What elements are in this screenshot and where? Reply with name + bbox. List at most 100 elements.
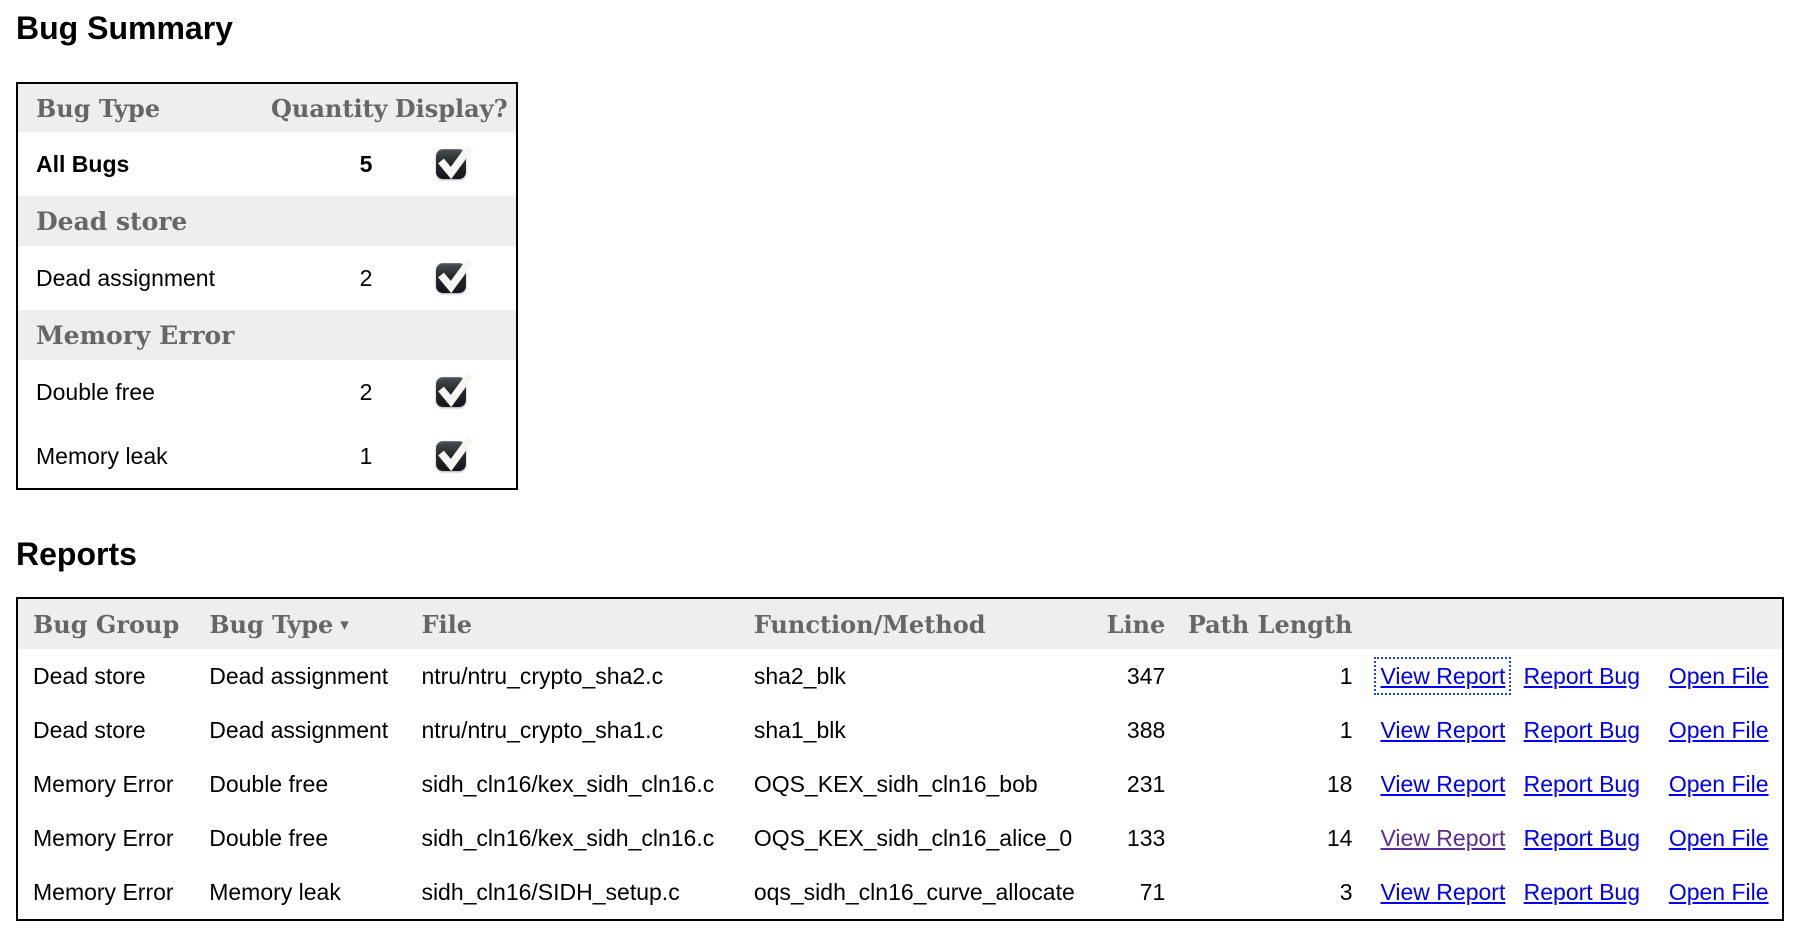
bug-type-cell: Double free: [209, 770, 329, 797]
file-cell: sidh_cln16/kex_sidh_cln16.c: [421, 770, 715, 797]
view-report-link[interactable]: View Report: [1380, 878, 1506, 905]
open-file-link[interactable]: Open File: [1668, 770, 1769, 797]
report-bug-link-cell: Report Bug: [1513, 703, 1656, 757]
report-bug-link[interactable]: Report Bug: [1523, 824, 1641, 851]
file-cell: sidh_cln16/SIDH_setup.c: [421, 878, 680, 905]
summary-header-quantity: Quantity: [270, 83, 388, 132]
reports-header-file[interactable]: File: [419, 598, 752, 649]
function-cell: OQS_KEX_sidh_cln16_bob: [753, 770, 1038, 797]
report-bug-link[interactable]: Report Bug: [1523, 878, 1641, 905]
display-cell: [386, 246, 517, 310]
bug-group-cell: Memory Error: [33, 878, 174, 905]
line-cell: 231: [1126, 770, 1166, 797]
view-report-link-cell: View Report: [1360, 757, 1512, 811]
reports-header-actions: [1512, 598, 1656, 649]
open-file-link-cell: Open File: [1656, 865, 1783, 920]
bug-type-cell: Dead assignment: [209, 716, 389, 743]
bug-type-cell: Double free: [36, 378, 155, 405]
open-file-link-cell: Open File: [1656, 649, 1783, 703]
view-report-link-cell: View Report: [1360, 865, 1512, 920]
quantity-cell: 2: [359, 378, 373, 405]
open-file-link[interactable]: Open File: [1668, 878, 1769, 905]
view-report-link[interactable]: View Report: [1380, 716, 1506, 743]
summary-row-group: Memory Error: [17, 310, 517, 360]
reports-header-line[interactable]: Line: [1085, 598, 1173, 649]
open-file-link[interactable]: Open File: [1668, 716, 1769, 743]
open-file-link[interactable]: Open File: [1668, 662, 1769, 689]
report-bug-link[interactable]: Report Bug: [1523, 716, 1641, 743]
summary-row-item: Dead assignment 2: [17, 246, 517, 310]
checkmark-icon: [438, 144, 474, 180]
path-length-cell: 14: [1326, 824, 1353, 851]
quantity-cell: 2: [359, 264, 373, 291]
quantity-cell: 1: [359, 442, 373, 469]
reports-header-actions: [1360, 598, 1513, 649]
reports-header-bug-type[interactable]: Bug Type▾: [207, 598, 420, 649]
view-report-link-cell: View Report: [1360, 703, 1512, 757]
display-cell: [386, 424, 517, 489]
open-file-link-cell: Open File: [1656, 703, 1783, 757]
report-row: Dead store Dead assignment ntru/ntru_crypt…: [17, 703, 1783, 757]
bug-group-cell: Memory Error: [33, 824, 174, 851]
function-cell: OQS_KEX_sidh_cln16_alice_0: [753, 824, 1073, 851]
display-checkbox[interactable]: [436, 258, 474, 294]
display-checkbox[interactable]: [436, 144, 474, 180]
bug-type-cell: All Bugs: [36, 150, 130, 177]
reports-header-function-method[interactable]: Function/Method: [751, 598, 1086, 649]
bug-type-cell: Memory leak: [209, 878, 341, 905]
file-cell: ntru/ntru_crypto_sha2.c: [421, 662, 664, 689]
report-row: Memory Error Memory leak sidh_cln16/SIDH_s…: [17, 865, 1783, 920]
report-bug-link-cell: Report Bug: [1513, 811, 1656, 865]
sort-descending-icon: ▾: [340, 614, 349, 635]
bug-group-cell: Dead store: [33, 662, 146, 689]
path-length-cell: 18: [1326, 770, 1353, 797]
view-report-link[interactable]: View Report: [1380, 824, 1506, 851]
summary-header-display: Display?: [386, 83, 517, 132]
reports-header-bug-group[interactable]: Bug Group: [17, 598, 208, 649]
report-bug-link-cell: Report Bug: [1513, 865, 1656, 920]
report-bug-link-cell: Report Bug: [1513, 757, 1656, 811]
path-length-cell: 1: [1339, 716, 1353, 743]
open-file-link-cell: Open File: [1656, 811, 1783, 865]
bug-type-cell: Dead assignment: [36, 264, 215, 291]
reports-header-path-length[interactable]: Path Length: [1172, 598, 1361, 649]
open-file-link[interactable]: Open File: [1668, 824, 1769, 851]
line-cell: 388: [1126, 716, 1166, 743]
display-checkbox[interactable]: [436, 372, 474, 408]
function-cell: sha1_blk: [753, 716, 846, 743]
report-bug-link[interactable]: Report Bug: [1523, 662, 1641, 689]
display-checkbox[interactable]: [436, 436, 474, 472]
path-length-cell: 3: [1339, 878, 1353, 905]
line-cell: 347: [1126, 662, 1166, 689]
line-cell: 133: [1126, 824, 1166, 851]
file-cell: ntru/ntru_crypto_sha1.c: [421, 716, 664, 743]
summary-header-row: Bug Type Quantity Display?: [17, 83, 517, 132]
file-cell: sidh_cln16/kex_sidh_cln16.c: [421, 824, 715, 851]
function-cell: oqs_sidh_cln16_curve_allocate: [753, 878, 1075, 905]
bug-group-label: Memory Error: [17, 310, 517, 360]
view-report-link-cell: View Report: [1360, 649, 1512, 703]
path-length-cell: 1: [1339, 662, 1353, 689]
view-report-link[interactable]: View Report: [1380, 770, 1506, 797]
report-bug-link[interactable]: Report Bug: [1523, 770, 1641, 797]
open-file-link-cell: Open File: [1656, 757, 1783, 811]
report-bug-link-cell: Report Bug: [1513, 649, 1656, 703]
bug-group-label: Dead store: [17, 196, 517, 246]
display-cell: [386, 360, 517, 424]
bug-type-cell: Dead assignment: [209, 662, 389, 689]
checkmark-icon: [438, 372, 474, 408]
view-report-link[interactable]: View Report: [1374, 656, 1512, 695]
reports-heading: Reports: [16, 536, 137, 572]
reports-header-actions: [1655, 598, 1783, 649]
summary-row-group: Dead store: [17, 196, 517, 246]
bug-group-cell: Dead store: [33, 716, 146, 743]
line-cell: 71: [1139, 878, 1166, 905]
checkmark-icon: [438, 258, 474, 294]
